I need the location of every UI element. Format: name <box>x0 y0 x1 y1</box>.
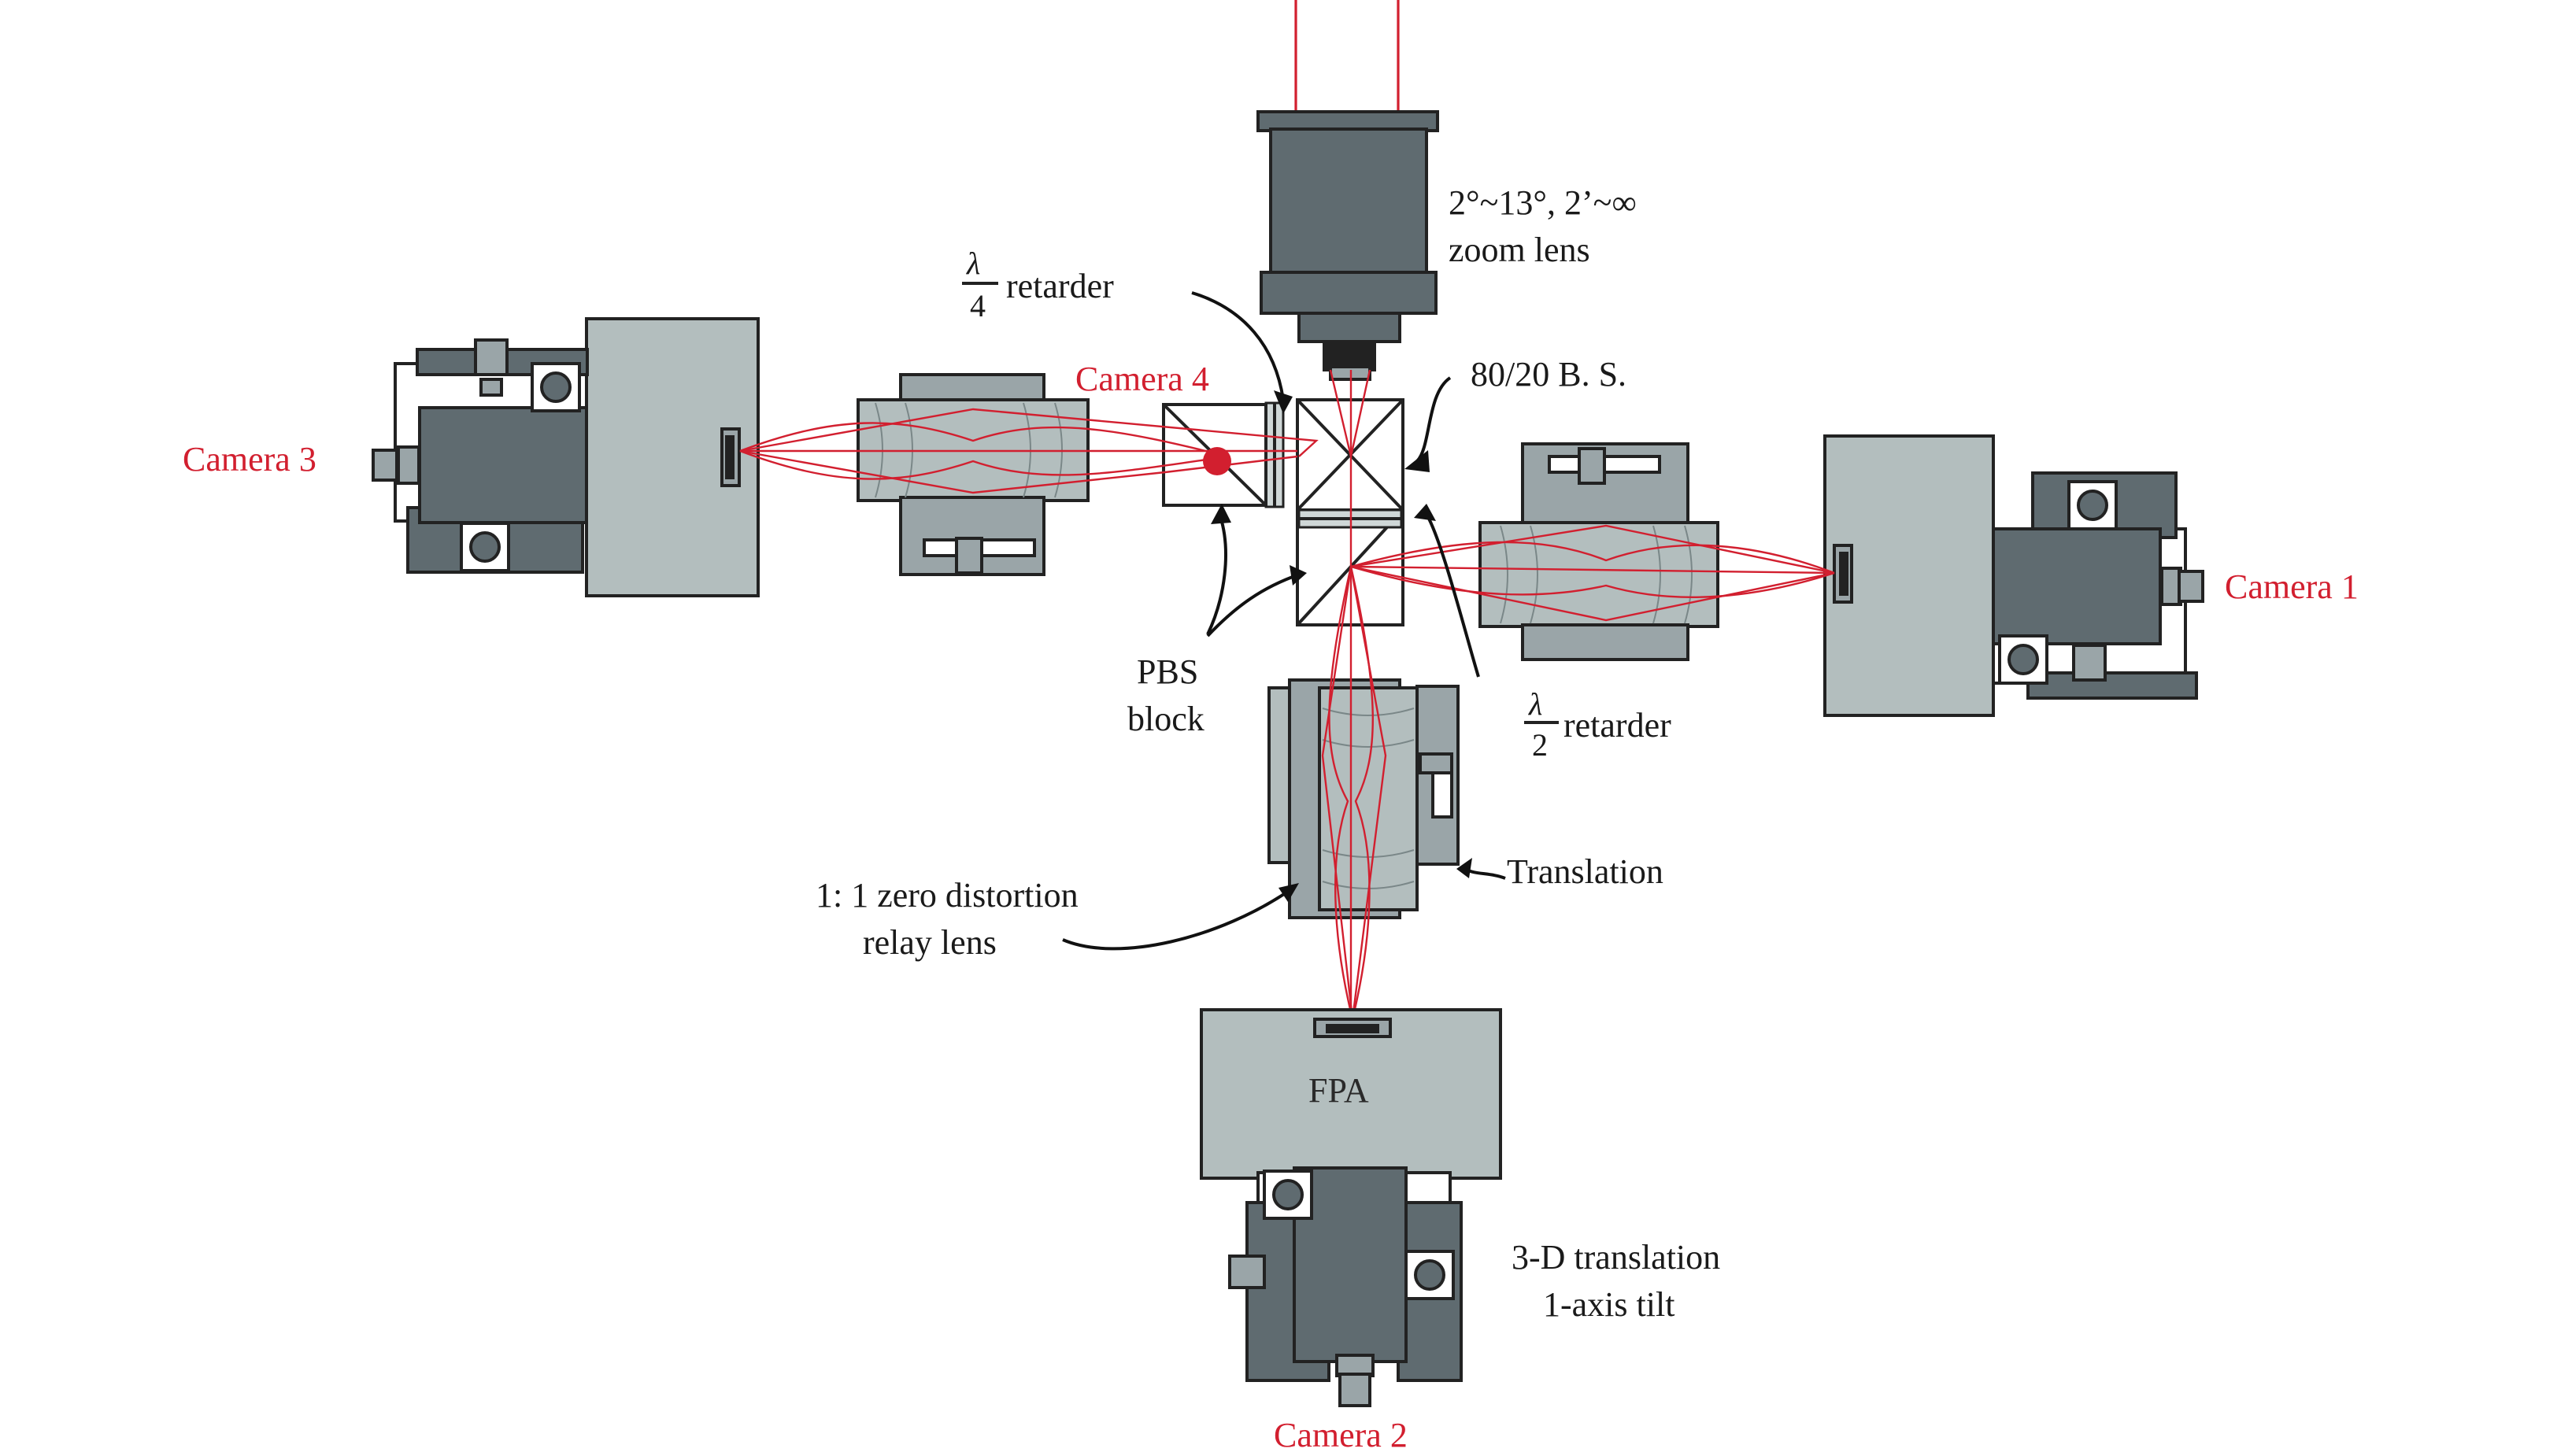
half-retarder-text: retarder <box>1563 706 1671 745</box>
stage-label-line1: 3-D translation <box>1512 1238 1720 1277</box>
relay-lens-label-line1: 1: 1 zero distortion <box>816 876 1079 915</box>
zoom-lens-label: zoom lens <box>1449 231 1590 269</box>
half-wave-label: λ 2 retarder <box>1524 686 1671 763</box>
camera-2-beam <box>1321 369 1387 1020</box>
half-lambda: λ <box>1528 686 1542 722</box>
camera-1-unit <box>1823 434 2204 717</box>
stage-label-line2: 1-axis tilt <box>1543 1285 1674 1324</box>
fpa-label: FPA <box>1308 1071 1369 1110</box>
camera-3-beam <box>739 408 1319 494</box>
camera-1-label: Camera 1 <box>2225 567 2359 606</box>
input-rays <box>1294 0 1400 114</box>
camera-4-marker <box>1203 447 1231 475</box>
beam-splitter-label: 80/20 B. S. <box>1471 355 1626 394</box>
half-denominator: 2 <box>1532 727 1548 763</box>
pbs-label-line2: block <box>1127 700 1204 738</box>
relay-lens-label-line2: relay lens <box>863 923 997 962</box>
camera-1-relay-lens <box>1478 442 1719 661</box>
camera-4-label: Camera 4 <box>1075 360 1209 398</box>
camera-3-unit <box>372 317 760 597</box>
camera-2-label: Camera 2 <box>1274 1416 1408 1454</box>
quarter-retarder-text: retarder <box>1006 267 1114 305</box>
translation-label: Translation <box>1507 852 1663 891</box>
pbs-label-line1: PBS <box>1137 652 1198 691</box>
camera-2-unit <box>1200 1008 1502 1407</box>
beam-splitter-assembly <box>1162 398 1404 626</box>
camera-1-beam <box>1350 524 1835 622</box>
quarter-lambda: λ <box>966 246 980 281</box>
zoom-spec-label: 2°~13°, 2’~∞ <box>1449 183 1637 222</box>
camera-3-label: Camera 3 <box>183 440 316 479</box>
quarter-wave-label: λ 4 retarder <box>962 246 1114 323</box>
camera-2-relay-lens <box>1267 678 1460 919</box>
quarter-denominator: 4 <box>970 288 986 323</box>
zoom-lens <box>1256 110 1439 381</box>
leader-arrows <box>1062 291 1506 951</box>
